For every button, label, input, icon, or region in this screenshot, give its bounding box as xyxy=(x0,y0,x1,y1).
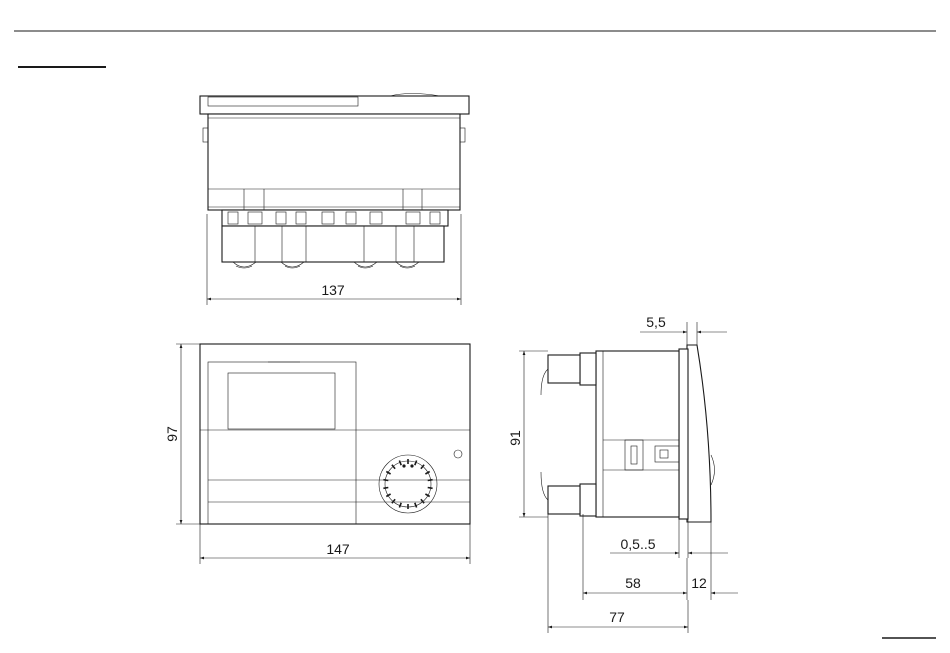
dim-side-total-depth: 77 xyxy=(609,609,625,625)
dim-side-body-depth: 58 xyxy=(625,575,641,591)
side-view xyxy=(541,345,715,522)
top-view xyxy=(200,94,469,269)
dim-side-height: 91 xyxy=(507,430,523,446)
dim-side-bezel: 5,5 xyxy=(646,314,666,330)
dim-top-width: 137 xyxy=(321,282,345,298)
dim-side-front-depth: 12 xyxy=(691,575,707,591)
dim-front-height: 97 xyxy=(164,426,180,442)
dim-side-wall: 0,5..5 xyxy=(620,536,655,552)
front-view xyxy=(200,344,470,524)
dim-front-width: 147 xyxy=(326,541,350,557)
